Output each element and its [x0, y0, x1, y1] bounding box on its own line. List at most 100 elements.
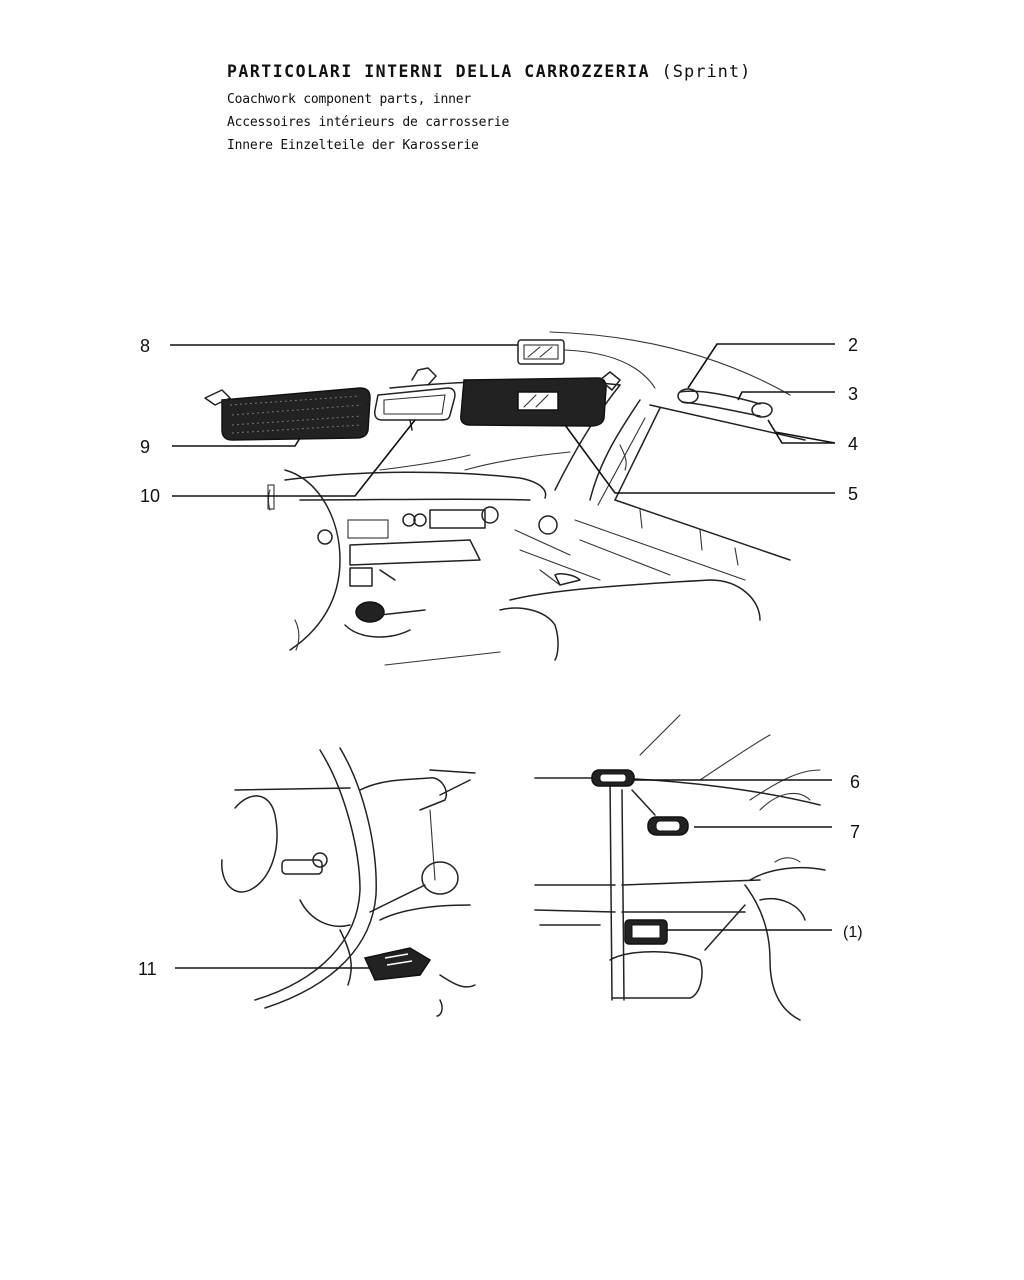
rear-view-mirror-icon — [374, 387, 456, 421]
callout-5: 5 — [848, 484, 858, 504]
column-shroud — [299, 899, 351, 927]
steering-wheel-outer — [254, 749, 361, 1001]
door-tick-3 — [734, 547, 739, 566]
switch-panel — [281, 859, 323, 875]
handle-end-left — [677, 388, 699, 404]
mirror-part-8 — [517, 339, 565, 365]
b-pillar — [609, 777, 613, 1001]
callout-1: (1) — [843, 924, 863, 941]
door-pull — [554, 573, 581, 586]
radio — [429, 509, 486, 529]
rear-view-mirror — [374, 367, 456, 431]
callout-7: 7 — [850, 822, 860, 842]
console — [339, 929, 352, 986]
callout-4: 4 — [848, 434, 858, 454]
knob-2 — [413, 513, 427, 527]
handle-end-right — [751, 402, 773, 418]
dash-top — [234, 787, 351, 791]
steering-illustration — [221, 747, 476, 1017]
door-lock — [538, 515, 558, 535]
leader-10 — [172, 419, 416, 497]
leader-9 — [172, 437, 301, 447]
a-pillar-inner — [589, 399, 641, 501]
steering-wheel-inner — [264, 747, 377, 1009]
visor-hinge — [204, 389, 231, 406]
stalk — [267, 484, 275, 510]
a-pillar — [554, 384, 621, 491]
mirror-mount — [411, 367, 437, 386]
dash-hood — [359, 777, 447, 811]
floor-line — [384, 651, 501, 666]
rear-seat — [609, 951, 703, 999]
gear-shaft — [379, 609, 426, 616]
callout-3: 3 — [848, 384, 858, 404]
door-tick-2 — [699, 529, 703, 551]
steering-wheel-rim — [284, 469, 341, 651]
interior-lights-illustration — [534, 714, 826, 1021]
title-suffix: (Sprint) — [661, 62, 752, 82]
arrow — [631, 789, 656, 816]
sun-visor-icon — [221, 387, 371, 441]
subtitle-fr: Accessoires intérieurs de carrosserie — [227, 115, 510, 130]
radio-knob — [481, 506, 499, 524]
callout-10: 10 — [140, 486, 160, 506]
seat-top — [509, 579, 761, 621]
wiper-line — [464, 451, 571, 471]
door-line — [574, 519, 746, 581]
page-title: PARTICOLARI INTERNI DELLA CARROZZERIA (S… — [227, 62, 752, 82]
subtitle-de: Innere Einzelteile der Karosserie — [227, 138, 479, 153]
callout-2: 2 — [848, 335, 858, 355]
sun-visor-right — [460, 371, 621, 427]
sun-visor-left — [204, 387, 371, 441]
dashboard-edge — [299, 498, 531, 501]
vanity-mirror-icon — [517, 391, 559, 411]
side-window-top — [649, 404, 806, 441]
small-mirror-icon — [517, 339, 565, 365]
leader-3 — [737, 391, 835, 401]
callout-6: 6 — [850, 772, 860, 792]
leader-2 — [687, 343, 835, 389]
knob-1 — [402, 513, 416, 527]
callout-8: 8 — [140, 336, 150, 356]
door-tick — [639, 509, 643, 529]
header: PARTICOLARI INTERNI DELLA CARROZZERIA (S… — [227, 62, 751, 157]
seat-back — [749, 866, 826, 881]
subtitles: Coachwork component parts, inner Accesso… — [227, 88, 751, 157]
leader-4 — [767, 419, 836, 444]
door-line-2 — [579, 539, 671, 576]
ashtray-small — [349, 567, 373, 587]
roof-line-inner — [564, 349, 656, 389]
side-window-front-2 — [597, 417, 646, 506]
seat-belt — [539, 569, 561, 586]
lever — [379, 569, 396, 581]
callout-11: 11 — [138, 959, 157, 979]
visor-hinge-right — [599, 371, 621, 391]
subtitle-en: Coachwork component parts, inner — [227, 92, 472, 107]
console-side — [514, 529, 571, 556]
console-side-2 — [519, 549, 601, 581]
door-top — [614, 499, 791, 561]
gear-knob-2 — [421, 861, 459, 895]
control-panel — [347, 519, 389, 539]
console-front — [349, 539, 481, 566]
grab-handle — [677, 388, 773, 418]
callout-9: 9 — [140, 437, 150, 457]
gauge — [221, 795, 278, 893]
grab-handle-icon — [679, 390, 761, 405]
switch — [267, 489, 271, 511]
floor — [294, 619, 300, 651]
gear-shaft-2 — [369, 884, 426, 913]
gear-knob — [355, 601, 385, 623]
vent-knob — [317, 529, 333, 545]
roof-line — [549, 331, 791, 396]
side-window-front — [614, 407, 661, 501]
roof-rail — [534, 777, 821, 806]
gear-boot — [344, 624, 411, 638]
vent-mark — [619, 444, 627, 471]
wiper-line-2 — [379, 454, 471, 471]
door-rails — [534, 884, 616, 913]
leaders-top — [170, 343, 836, 497]
seat-side — [499, 607, 559, 661]
leader-5 — [564, 424, 835, 494]
